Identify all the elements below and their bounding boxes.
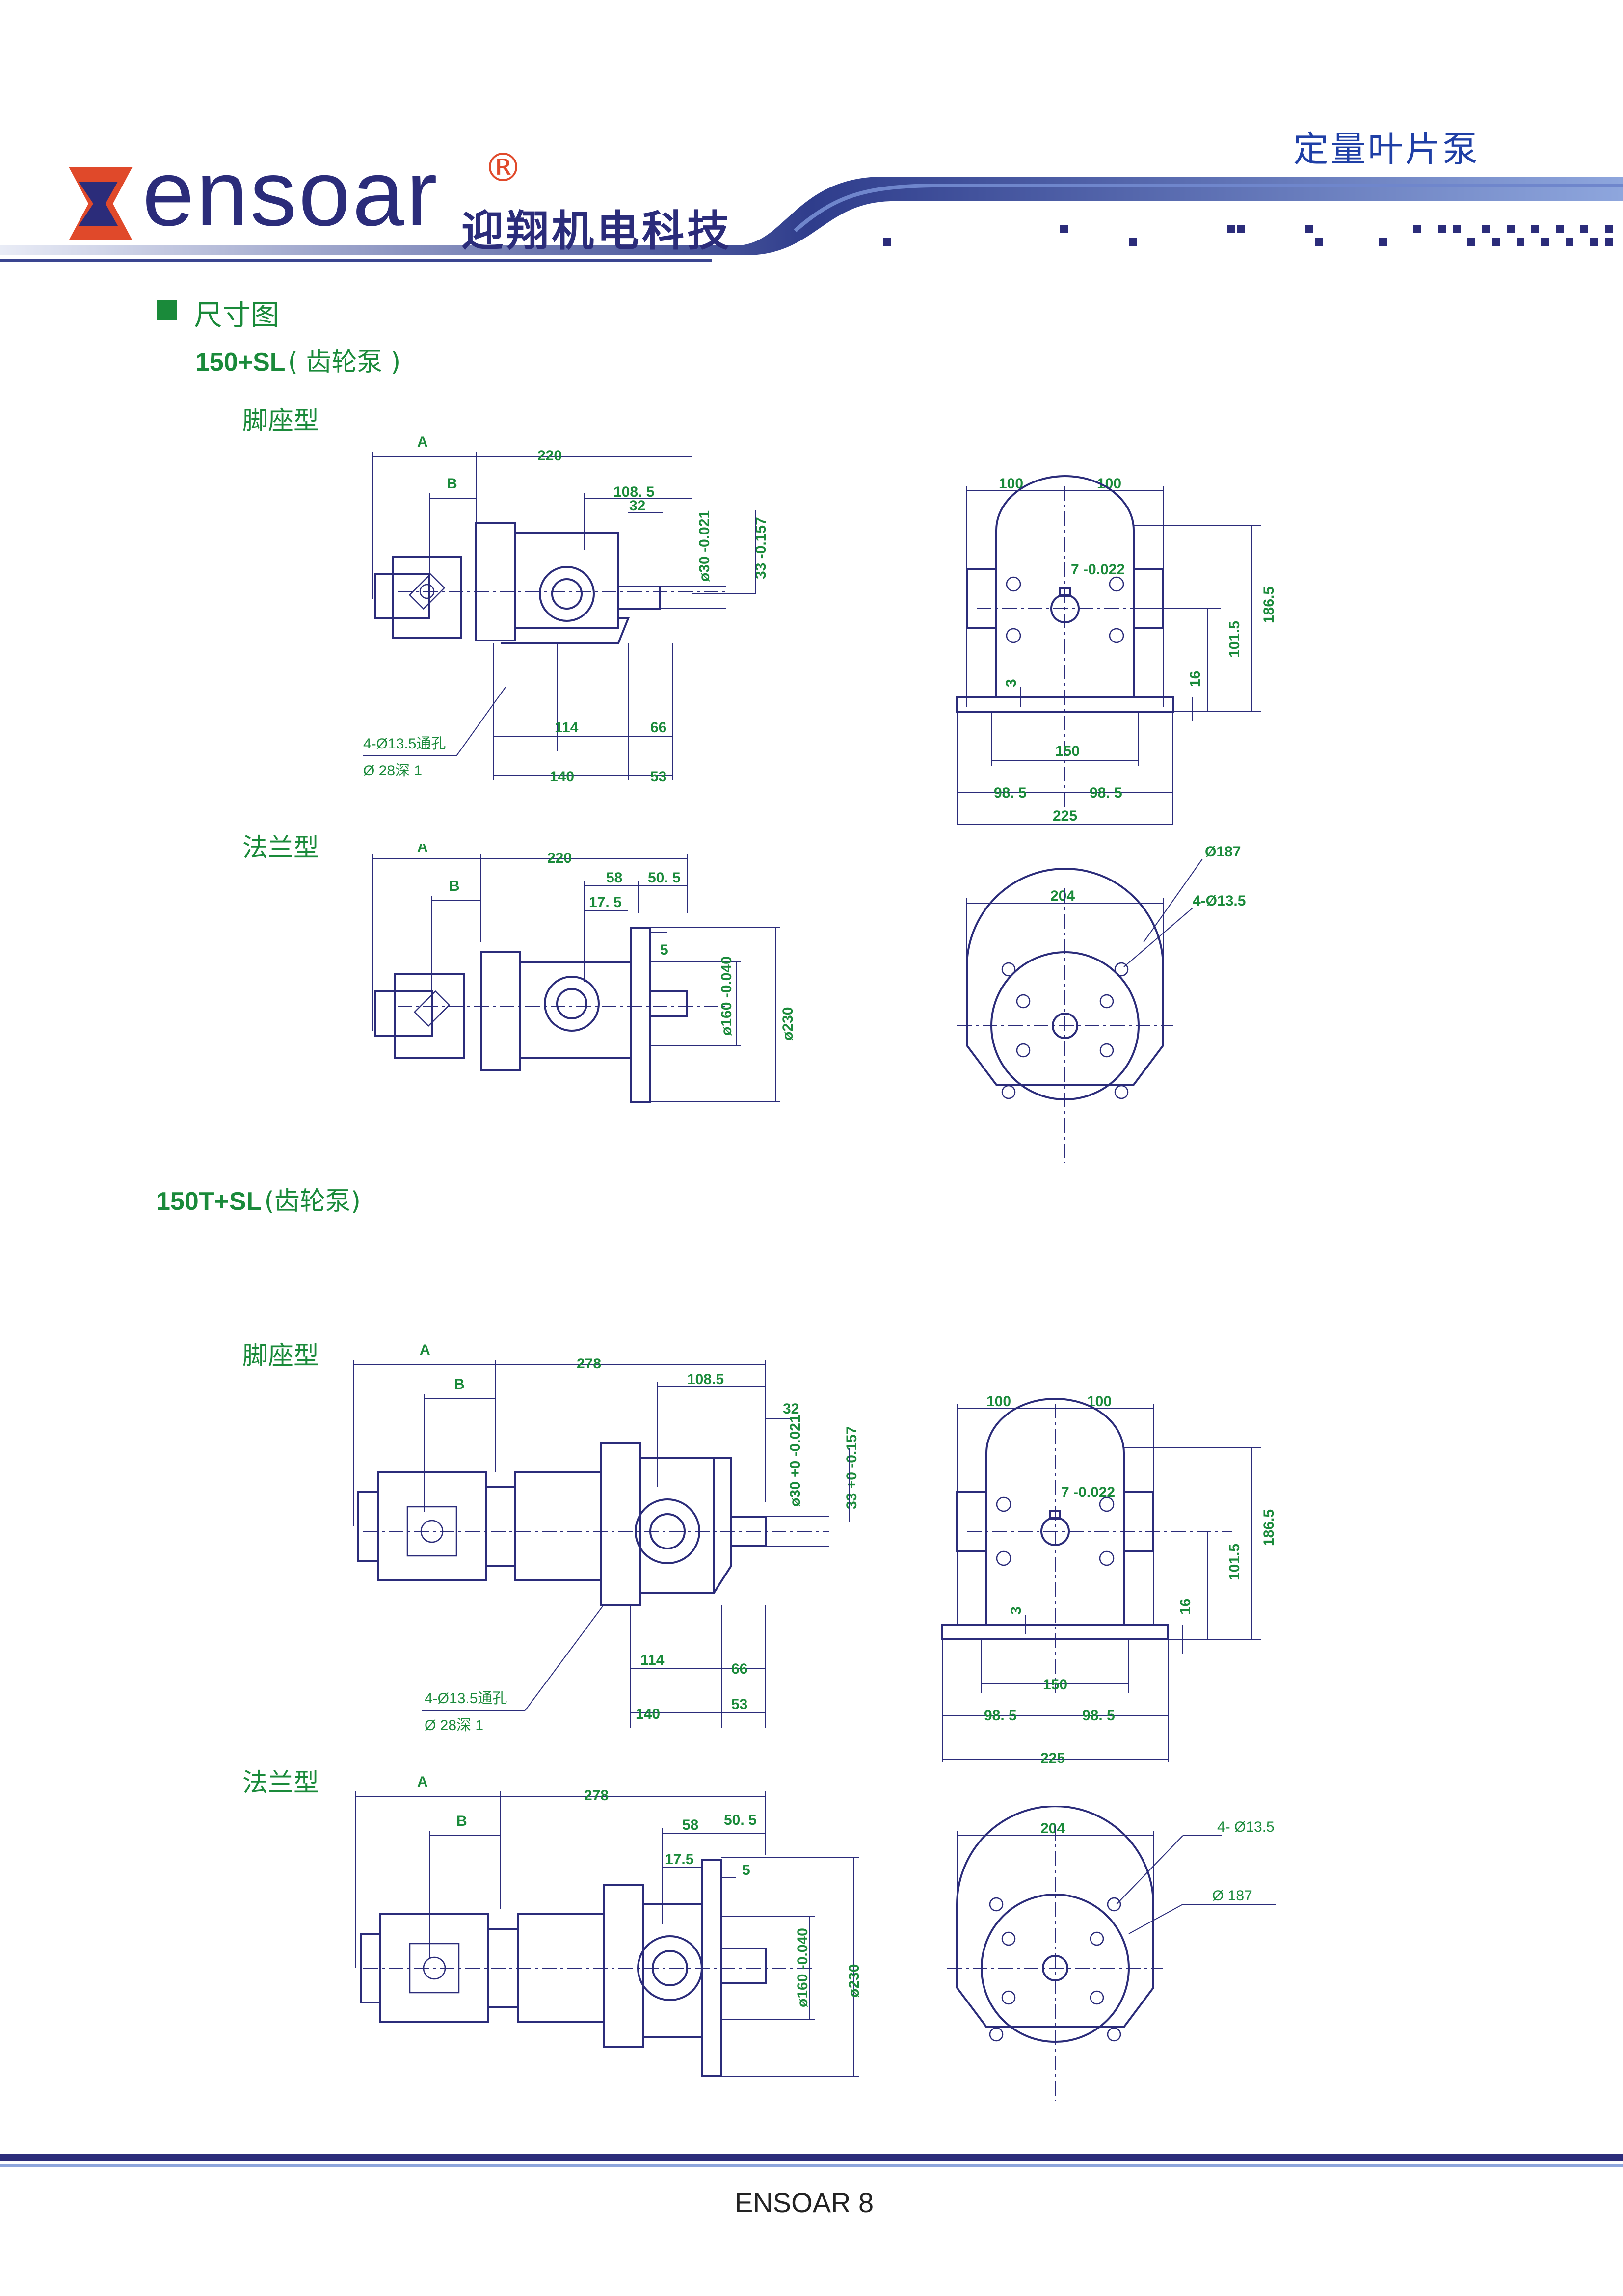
- dim-b2: 98. 5: [994, 785, 1027, 801]
- dim-a: 58: [606, 870, 622, 886]
- dim-c: 114: [555, 720, 579, 736]
- type-foot-1: 脚座型: [242, 406, 319, 436]
- dim-b1: 150: [1055, 743, 1080, 759]
- dim-b: 32: [629, 498, 645, 514]
- registered-mark: ®: [483, 145, 523, 190]
- type-flange-1: 法兰型: [242, 833, 319, 863]
- dim-d: 5: [660, 942, 668, 958]
- dim-b: 50. 5: [648, 870, 681, 886]
- dim-total: 225: [1053, 808, 1077, 824]
- dim-B: B: [449, 878, 460, 894]
- dim-h3: 16: [1187, 671, 1203, 687]
- dim-od: ø230: [846, 1964, 862, 1998]
- dim-shaft: ø30 +0 -0.021: [787, 1415, 803, 1507]
- dim-A: A: [417, 434, 428, 450]
- drawing-150sl-foot-front: 100 100 7 -0.022 101.5 186.5 16 3 150 98…: [956, 475, 1277, 825]
- dim-c: 114: [640, 1652, 665, 1668]
- dim-h2: 101.5: [1226, 621, 1243, 658]
- drawing-150tsl-foot-front: 100 100 7 -0.022 101.5 186.5 16 3 150 98…: [941, 1393, 1277, 1766]
- logo-mark-icon: [69, 167, 133, 240]
- drawing-150sl-flange-side: A 220 B 58 50. 5 17. 5 5 ø160 -0.040 ø23…: [372, 844, 796, 1103]
- dim-a: 108. 5: [613, 484, 654, 500]
- dim-len: 278: [584, 1788, 609, 1804]
- dim-h4: 3: [1003, 679, 1019, 687]
- dim-A: A: [417, 1774, 428, 1790]
- dim-A: A: [417, 844, 428, 855]
- page-number-label: ENSOAR 8: [735, 2187, 874, 2218]
- dim-b1: 150: [1043, 1677, 1067, 1693]
- dim-key: 7 -0.022: [1071, 561, 1125, 578]
- dim-b: 32: [783, 1401, 799, 1417]
- decor-squares: [883, 225, 1613, 246]
- dim-h4: 3: [1008, 1606, 1024, 1615]
- hole-label-1: 4-Ø13.5通孔: [363, 736, 446, 752]
- dim-c: 17.5: [665, 1851, 693, 1868]
- dim-h3: 16: [1177, 1599, 1194, 1615]
- dim-h2: 101.5: [1226, 1544, 1243, 1580]
- dim-d: 66: [650, 720, 666, 736]
- company-name: 迎翔机电科技: [461, 207, 732, 256]
- dim-pcd: Ø187: [1205, 844, 1241, 860]
- dim-key: 33 +0 -0.157: [844, 1426, 860, 1509]
- product-name: 定量叶片泵: [1293, 129, 1480, 170]
- dim-pilot: ø160 -0.040: [718, 956, 735, 1036]
- dim-b3: 98. 5: [1090, 785, 1122, 801]
- dim-shaft: ø30 -0.021: [696, 510, 713, 582]
- dim-w: 204: [1040, 1820, 1065, 1837]
- dim-od: ø230: [780, 1007, 796, 1041]
- page-header: ensoar ® 迎翔机电科技 定量叶片泵: [0, 0, 1623, 275]
- section-title: 尺寸图: [194, 298, 280, 332]
- drawing-150sl-foot-side: A 220 B 108. 5 32 ø30 -0.021 33 -0.157 1…: [363, 434, 769, 785]
- model-2-suffix: (齿轮泵): [264, 1187, 361, 1216]
- dim-pcd: Ø 187: [1212, 1888, 1252, 1904]
- dim-h1: 186.5: [1261, 1509, 1277, 1546]
- dim-b2: 98. 5: [984, 1708, 1017, 1724]
- dim-holes: 4-Ø13.5: [1193, 893, 1246, 909]
- dim-w: 204: [1050, 888, 1075, 904]
- dim-b: 50. 5: [724, 1812, 757, 1828]
- dim-key: 33 -0.157: [753, 517, 769, 579]
- dim-f: 53: [731, 1696, 747, 1712]
- dim-e: 140: [636, 1706, 660, 1722]
- dim-a: 58: [682, 1817, 698, 1833]
- dim-h1: 186.5: [1261, 587, 1277, 623]
- dim-d: 5: [742, 1862, 750, 1878]
- model-1-name: 150+SL: [195, 348, 286, 376]
- dim-len: 220: [547, 850, 572, 866]
- model-1-suffix: ( 齿轮泵 ): [288, 347, 401, 377]
- drawing-150tsl-flange-front: 204 4- Ø13.5 Ø 187: [947, 1806, 1276, 2101]
- dim-a: 108.5: [687, 1371, 724, 1388]
- dim-w1: 100: [986, 1393, 1011, 1410]
- logo-text: ensoar: [142, 141, 439, 245]
- dim-total: 225: [1040, 1750, 1065, 1766]
- dim-d: 66: [731, 1661, 747, 1677]
- type-flange-2: 法兰型: [242, 1768, 319, 1798]
- dim-pilot: ø160 -0.040: [795, 1928, 811, 2007]
- drawing-150sl-flange-front: 204 Ø187 4-Ø13.5: [957, 844, 1246, 1163]
- dim-f: 53: [650, 769, 666, 785]
- hole-label-2: Ø 28深 1: [363, 763, 422, 779]
- dim-A: A: [420, 1342, 430, 1358]
- dim-holes: 4- Ø13.5: [1217, 1819, 1275, 1835]
- dim-len: 278: [577, 1356, 601, 1372]
- drawing-150tsl-flange-side: A 278 B 58 50. 5 17.5 5 ø160 -0.040 ø230: [355, 1774, 862, 2077]
- dim-B: B: [447, 476, 457, 492]
- type-foot-2: 脚座型: [242, 1341, 319, 1371]
- section-bullet: [157, 300, 177, 320]
- hole-label-2: Ø 28深 1: [425, 1717, 483, 1733]
- dim-B: B: [456, 1813, 467, 1829]
- model-2-name: 150T+SL: [156, 1187, 262, 1216]
- dim-B: B: [454, 1376, 465, 1392]
- model-1-heading: 150+SL ( 齿轮泵 ): [195, 341, 400, 378]
- dim-b3: 98. 5: [1082, 1708, 1115, 1724]
- footer-rule: [0, 2154, 1623, 2167]
- dim-len: 220: [537, 448, 562, 464]
- header-swoosh: [0, 177, 1623, 262]
- hole-label-1: 4-Ø13.5通孔: [425, 1690, 507, 1707]
- dim-e: 140: [550, 769, 574, 785]
- model-2-heading: 150T+SL (齿轮泵): [156, 1180, 361, 1217]
- drawing-150tsl-foot-side: A 278 B 108.5 32 ø30 +0 -0.021 33 +0 -0.…: [353, 1342, 860, 1733]
- dim-c: 17. 5: [589, 894, 622, 910]
